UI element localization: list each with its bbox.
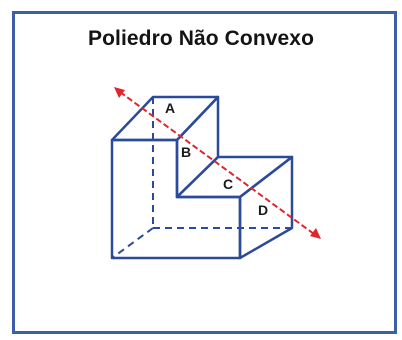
right-side-face <box>238 155 294 260</box>
figure-frame <box>12 11 397 334</box>
crossing-line <box>114 87 321 239</box>
visible-edges <box>110 95 294 260</box>
crossing-line-arrow-start <box>114 87 125 98</box>
top-face-low <box>175 155 294 199</box>
point-label-d: D <box>258 202 268 218</box>
crossing-line-segment <box>119 91 315 235</box>
hidden-edges <box>111 97 292 259</box>
crossing-line-arrow-end <box>310 228 321 239</box>
diagram-title: Poliedro Não Convexo <box>87 27 315 50</box>
point-label-b: B <box>181 144 191 160</box>
hidden-edge-depth <box>111 227 154 259</box>
point-label-c: C <box>223 176 233 192</box>
point-label-a: A <box>165 100 175 116</box>
